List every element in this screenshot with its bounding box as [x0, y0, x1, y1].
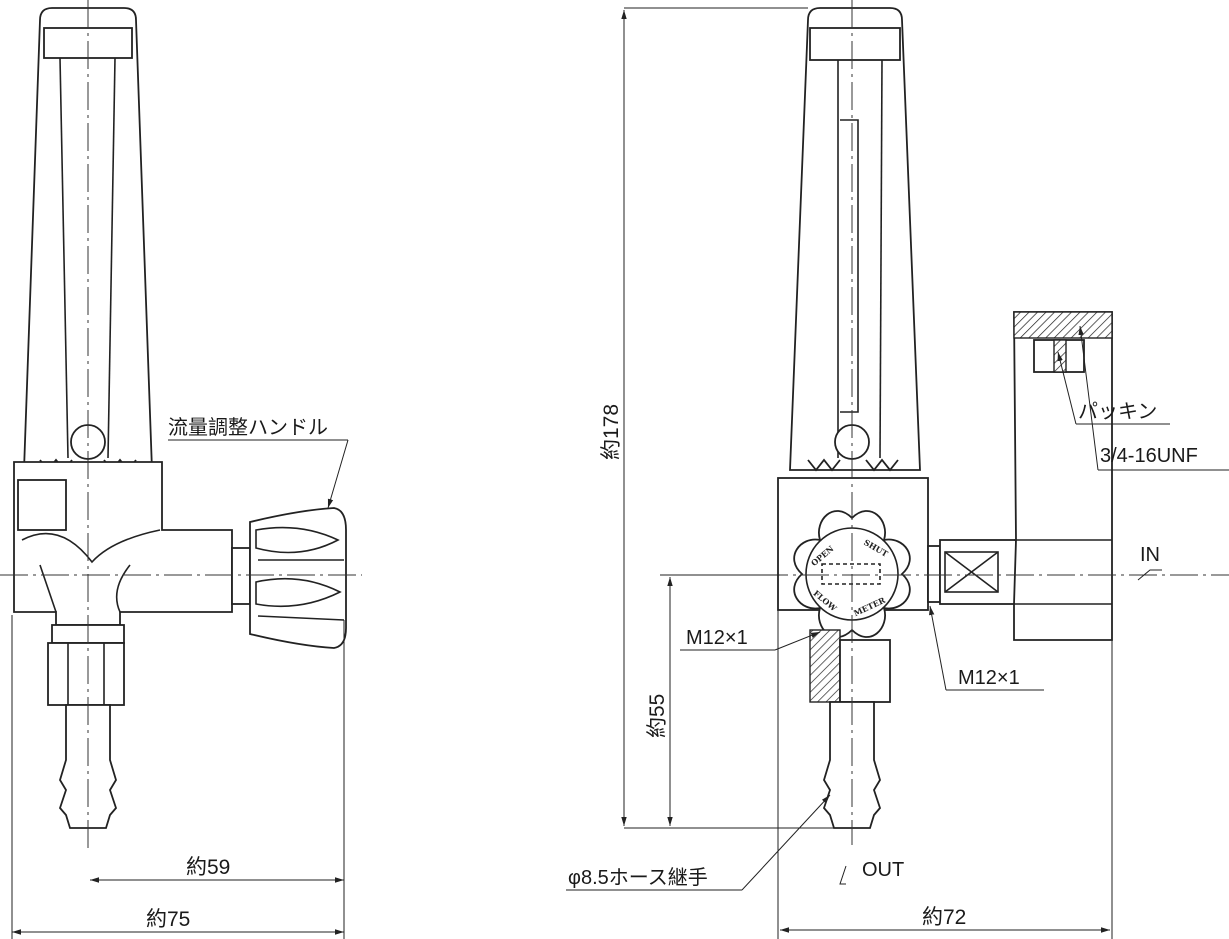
right-flow-tube [789, 7, 921, 472]
m12-right-label: M12×1 [958, 667, 1020, 689]
thread-unf-label: 3/4-16UNF [1100, 445, 1198, 467]
right-outlet-fitting [809, 629, 891, 829]
hose-joint-label: φ8.5ホース継手 [568, 866, 708, 889]
height-55-label: 約55 [646, 694, 669, 738]
inlet-label: IN [1140, 544, 1160, 566]
flow-handle-label: 流量調整ハンドル [168, 416, 328, 439]
left-valve-body [13, 461, 251, 626]
packing-label: パッキン [1078, 401, 1157, 423]
left-flow-handle [249, 507, 347, 649]
right-view: OPEN SHUT FLOW METER IN OUT パッキン 3/4-16U… [566, 0, 1229, 939]
m12-left-label: M12×1 [686, 627, 748, 649]
left-hose-fitting [47, 624, 125, 829]
width-59-label: 約59 [186, 856, 230, 879]
width-72-label: 約72 [922, 906, 966, 929]
left-view: 流量調整ハンドル 約59 約75 [0, 0, 362, 939]
height-178-label: 約178 [600, 404, 623, 460]
outlet-label: OUT [862, 859, 904, 881]
width-75-label: 約75 [146, 908, 190, 931]
